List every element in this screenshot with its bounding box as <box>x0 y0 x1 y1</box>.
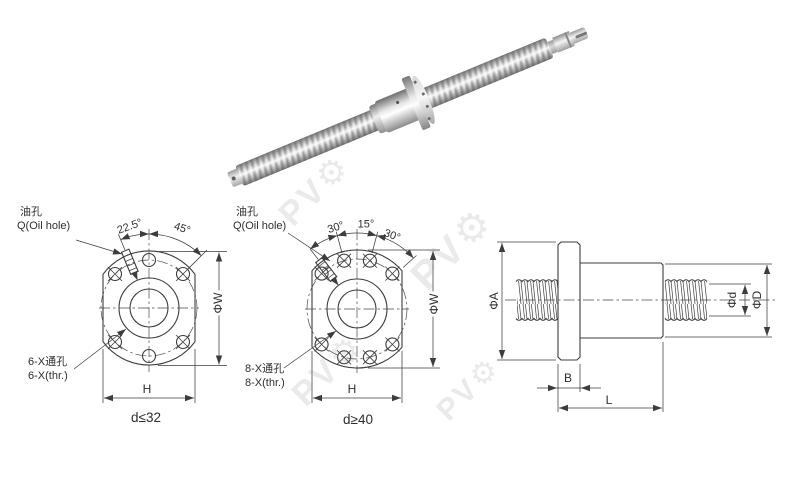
caption-large-flange: d≥40 <box>343 412 373 428</box>
holes-label-zh: 8-X通孔 <box>245 363 285 375</box>
oil-fitting <box>118 233 139 281</box>
flange-outline <box>311 249 403 369</box>
height-dimension <box>102 349 196 403</box>
holes-label-en: 6-X(thr.) <box>28 370 68 382</box>
oil-hole-label-en: Q(Oil hole) <box>17 220 71 232</box>
side-view <box>497 241 776 412</box>
dim-label-b: B <box>563 371 573 386</box>
dim-label-phi-a: ΦA <box>487 292 502 310</box>
flange-bolt-hole <box>427 116 432 121</box>
angle-label-15: 15° <box>357 218 375 231</box>
front-view-small-flange <box>73 229 227 403</box>
oil-hole-label-zh: 油孔 <box>236 206 258 218</box>
oil-hole-leader <box>287 232 331 262</box>
flange-bolt-hole <box>413 80 418 85</box>
nut-body-outline <box>580 262 664 339</box>
bolt-holes-leader <box>283 330 337 369</box>
thread-cross-marks <box>107 266 191 350</box>
front-view-large-flange <box>283 229 440 403</box>
screw-thread-left <box>515 279 559 321</box>
flange-dia-dimension <box>497 241 556 361</box>
nut-dia-dimension <box>665 263 772 338</box>
holes-label-zh: 6-X通孔 <box>28 356 68 368</box>
dim-label-h: H <box>347 382 357 397</box>
angle-arc-left <box>120 230 150 240</box>
angle-extension-line <box>402 255 417 268</box>
nut-flange-outline <box>557 241 581 361</box>
height-dimension <box>311 351 403 403</box>
caption-small-flange: d≤32 <box>131 410 161 426</box>
holes-label-en: 8-X(thr.) <box>245 377 285 389</box>
thread-cross-marks <box>314 253 400 365</box>
screw-thread-right <box>664 279 708 321</box>
oil-hole-label-zh: 油孔 <box>20 206 42 218</box>
oil-hole-leader <box>75 239 123 255</box>
oil-fitting <box>309 248 339 286</box>
dim-label-l: L <box>605 393 613 408</box>
dim-label-phi-d-small: Φd <box>725 291 740 309</box>
angle-arc-right <box>376 234 414 259</box>
nut-length-dimension <box>559 342 664 412</box>
dim-label-phi-w: ΦW <box>211 290 226 316</box>
angle-extension-line <box>118 233 126 250</box>
angle-arc-mid <box>337 230 377 237</box>
dim-label-phi-d-big: ΦD <box>750 290 765 310</box>
angle-extension-line <box>189 249 208 268</box>
bolt-holes <box>314 253 400 365</box>
flange-bolt-hole <box>425 104 430 109</box>
bolt-holes-leader <box>73 328 127 370</box>
screw-dia-dimension <box>709 283 751 317</box>
dim-label-phi-w: ΦW <box>427 291 442 317</box>
angle-arc-left <box>309 234 338 250</box>
angle-arc-right <box>148 230 202 256</box>
flange-width-dimension <box>537 364 601 412</box>
oil-hole-label-en: Q(Oil hole) <box>233 220 287 232</box>
flange-bolt-hole <box>421 92 426 96</box>
angle-extension-line <box>309 248 319 260</box>
dim-label-h: H <box>142 382 152 397</box>
